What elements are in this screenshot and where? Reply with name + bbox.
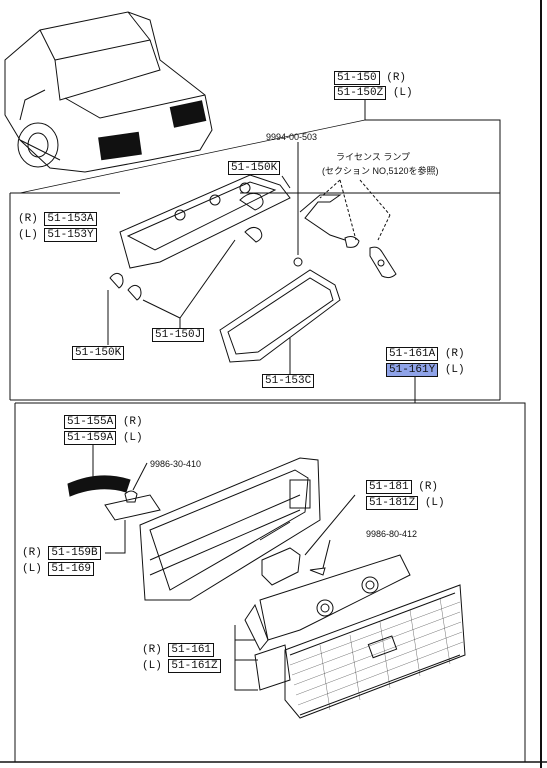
bulb-holder-plate	[109, 174, 291, 301]
bulb-holder-top-part-number[interactable]: 51-150K	[228, 161, 281, 175]
bulb-bottom-part-number[interactable]: 51-150J	[152, 328, 205, 342]
strip-l-callout: 51-159A (L)	[64, 431, 143, 445]
garnish-l-part-number[interactable]: 51-169	[48, 562, 95, 576]
strip-r-part-number[interactable]: 51-155A	[64, 415, 117, 429]
gasket-outline	[219, 269, 341, 363]
garnish-r-side: (R)	[22, 547, 42, 559]
lamp-l-side: (L)	[142, 660, 162, 672]
screw-top-label[interactable]: 9994-00-503	[266, 132, 318, 142]
gasket-part-number[interactable]: 51-153C	[262, 374, 315, 388]
socket-l-part-number[interactable]: 51-153Y	[44, 228, 97, 242]
garnish-l-side: (L)	[22, 563, 42, 575]
lamp-housing	[139, 457, 321, 601]
license-note-line1: ライセンス ランプ	[336, 152, 411, 162]
lens-r-callout: 51-161A (R)	[386, 347, 465, 361]
assy-l-side: (L)	[392, 87, 413, 99]
gasket-callout: 51-153C	[262, 374, 315, 388]
strip-r-side: (R)	[122, 416, 143, 428]
strip-r-callout: 51-155A (R)	[64, 415, 143, 429]
bulb-left-callout: 51-150K	[72, 346, 125, 360]
lens-r-part-number[interactable]: 51-161A	[386, 347, 439, 361]
lens-l-callout: 51-161Y (L)	[386, 363, 465, 377]
reflector-l-callout: 51-181Z (L)	[366, 496, 445, 510]
socket-l-side: (L)	[18, 229, 38, 241]
garnish-r-part-number[interactable]: 51-159B	[48, 546, 101, 560]
reflector-l-side: (L)	[424, 497, 445, 509]
socket-r-side: (R)	[18, 213, 38, 225]
reflector-r-side: (R)	[418, 481, 439, 493]
lamp-r-part-number[interactable]: 51-161	[168, 643, 215, 657]
assy-l-part-number[interactable]: 51-150Z	[334, 86, 387, 100]
strip-l-part-number[interactable]: 51-159A	[64, 431, 117, 445]
reflector-l-part-number[interactable]: 51-181Z	[366, 496, 419, 510]
socket-r-callout: (R) 51-153A	[18, 212, 97, 226]
strip-l-side: (L)	[122, 432, 143, 444]
lamp-l-part-number[interactable]: 51-161Z	[168, 659, 221, 673]
socket-r-part-number[interactable]: 51-153A	[44, 212, 97, 226]
trim-strip	[67, 445, 161, 521]
upper-frame	[9, 98, 501, 401]
lens-l-side: (L)	[444, 364, 465, 376]
license-note-line2: (セクション NO,5120を参照)	[322, 166, 439, 176]
lamp-r-side: (R)	[142, 644, 162, 656]
garnish-r-callout: (R) 51-159B	[22, 546, 101, 560]
lens-r-side: (R)	[444, 348, 465, 360]
lamp-r-callout: (R) 51-161	[142, 643, 215, 657]
bulb-left-part-number[interactable]: 51-150K	[72, 346, 125, 360]
socket-l-callout: (L) 51-153Y	[18, 228, 97, 242]
clip-label[interactable]: 9986-30-410	[150, 459, 202, 469]
lower-frame	[14, 375, 526, 762]
car-rear-illustration	[4, 11, 213, 173]
bulb-bottom-callout: 51-150J	[152, 328, 205, 342]
combination-lamp	[244, 554, 466, 719]
reflector-r-callout: 51-181 (R)	[366, 480, 439, 494]
assy-r-side: (R)	[386, 72, 407, 84]
reflector-r-part-number[interactable]: 51-181	[366, 480, 412, 494]
screw-bottom-label[interactable]: 9986-80-412	[366, 529, 418, 539]
assy-r-part-number[interactable]: 51-150	[334, 71, 380, 85]
assy-r-callout: 51-150 (R)	[334, 71, 407, 85]
lamp-l-callout: (L) 51-161Z	[142, 659, 221, 673]
garnish-l-callout: (L) 51-169	[22, 562, 95, 576]
assy-l-callout: 51-150Z (L)	[334, 86, 413, 100]
reflector-socket	[261, 494, 356, 586]
lens-l-part-number-highlighted[interactable]: 51-161Y	[386, 363, 439, 377]
license-lamp-wiring	[299, 179, 397, 279]
bulb-holder-top-callout: 51-150K	[228, 161, 281, 175]
